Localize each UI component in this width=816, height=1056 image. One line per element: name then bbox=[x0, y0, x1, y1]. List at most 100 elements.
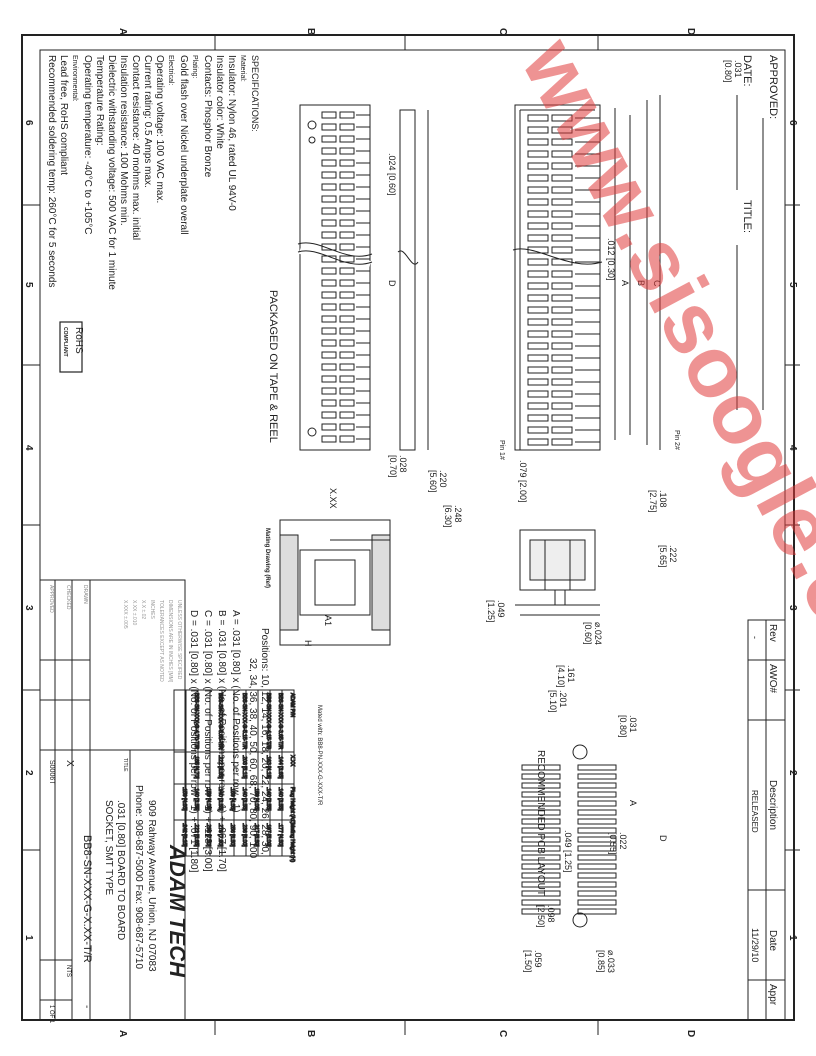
dim-022: [0.55] bbox=[608, 832, 618, 855]
pin bbox=[551, 162, 573, 170]
table-cell: .256 [6.50] bbox=[229, 823, 235, 847]
pin bbox=[527, 234, 549, 242]
connector-top-view bbox=[297, 104, 373, 451]
pin bbox=[527, 438, 549, 446]
pcb-pad bbox=[521, 881, 561, 888]
zone-number: 5 bbox=[787, 282, 798, 288]
company-address: 909 Rahway Avenue, Union, NJ 07083 bbox=[146, 800, 157, 972]
spec-line: Recommended soldering temp: 260°C for 5 … bbox=[46, 55, 57, 287]
pin bbox=[551, 330, 573, 338]
pin bbox=[339, 435, 355, 443]
table-cell: .296 [7.50] bbox=[205, 823, 211, 847]
table-cell: .185 [4.70] bbox=[193, 755, 199, 779]
dim-label-d2: D bbox=[658, 835, 668, 842]
pcb-pad bbox=[521, 782, 561, 789]
pin bbox=[321, 363, 337, 371]
formula-d: D = .031 [0.80] x (No. of Positions per … bbox=[188, 610, 199, 873]
revision-block bbox=[747, 619, 786, 1021]
pin bbox=[321, 255, 337, 263]
table-cell: .159 [4.05] bbox=[181, 787, 187, 811]
pcb-pad bbox=[521, 899, 561, 906]
positions-line1: Positions: 10, 12, 14, 16, 18, 20, 22, 2… bbox=[259, 628, 270, 855]
pin bbox=[321, 279, 337, 287]
cross-section bbox=[515, 529, 600, 616]
pin bbox=[339, 399, 355, 407]
pin bbox=[527, 402, 549, 410]
table-cell: .140 [3.55] bbox=[217, 787, 223, 811]
pin bbox=[551, 222, 573, 230]
dim-201: .201 bbox=[558, 690, 568, 708]
table-cell: .222 [5.65] bbox=[217, 755, 223, 779]
pin bbox=[321, 183, 337, 191]
pin bbox=[339, 411, 355, 419]
title-block-label: TITLE bbox=[122, 758, 128, 772]
pin bbox=[527, 414, 549, 422]
title-line1: .031 [0.80] BOARD TO BOARD bbox=[115, 800, 126, 940]
pin bbox=[339, 303, 355, 311]
pin bbox=[551, 186, 573, 194]
dim-label-a1: A1 bbox=[323, 615, 333, 626]
dim-222: .222 bbox=[668, 545, 678, 563]
rev-header: Rev bbox=[767, 624, 778, 642]
pin bbox=[551, 318, 573, 326]
checked-label: CHECKED bbox=[65, 585, 71, 610]
date-label: DATE: bbox=[741, 55, 753, 87]
pin bbox=[339, 315, 355, 323]
zone-number: 1 bbox=[787, 935, 798, 941]
pin bbox=[527, 354, 549, 362]
x-mark: X bbox=[64, 760, 75, 767]
dim-059: .059 bbox=[533, 950, 543, 968]
table-cell: .140 [3.55] bbox=[277, 787, 283, 811]
pin bbox=[527, 246, 549, 254]
drawing-number: S0006T bbox=[48, 760, 55, 785]
dim-031: [0.80] bbox=[723, 60, 733, 83]
pin bbox=[321, 315, 337, 323]
dim-220: .220 bbox=[438, 470, 448, 488]
pin bbox=[551, 138, 573, 146]
drawn-label: DRAWN bbox=[82, 585, 88, 604]
pin bbox=[339, 351, 355, 359]
description-header: Description bbox=[767, 780, 778, 830]
pcb-pad bbox=[577, 818, 617, 825]
pin bbox=[527, 138, 549, 146]
dim-059: [1.50] bbox=[523, 950, 533, 973]
dim-label-a: A bbox=[620, 280, 630, 286]
pin bbox=[527, 222, 549, 230]
pin bbox=[551, 270, 573, 278]
pcb-pad bbox=[521, 800, 561, 807]
pin bbox=[527, 294, 549, 302]
tolerance-line: TOLERANCES EXCEPT AS NOTED bbox=[158, 600, 164, 682]
zone-number: 3 bbox=[23, 605, 34, 611]
pin bbox=[339, 147, 355, 155]
rev-mark: - bbox=[81, 1005, 92, 1008]
dim-108: .108 bbox=[658, 490, 668, 508]
pin bbox=[339, 195, 355, 203]
dim-031: .031 bbox=[733, 60, 743, 78]
dim-161: .161 bbox=[566, 665, 576, 683]
tolerance-line: X.XXX ±.005 bbox=[122, 600, 128, 629]
table-cell: BB8-SN-XXX-G-5.15-T/R bbox=[241, 693, 247, 750]
pin bbox=[321, 267, 337, 275]
pin bbox=[339, 171, 355, 179]
dim-248: [6.30] bbox=[443, 505, 453, 528]
pin bbox=[527, 270, 549, 278]
spec-line: Temperature Rating: bbox=[94, 55, 105, 146]
title-label: TITLE: bbox=[741, 200, 753, 233]
pin bbox=[339, 291, 355, 299]
pcb-pad bbox=[577, 854, 617, 861]
dim-028: [0.70] bbox=[388, 455, 398, 478]
pcb-pad bbox=[577, 872, 617, 879]
table-cell: .236 [6.00] bbox=[241, 823, 247, 847]
table-header: Mating Height (H) bbox=[289, 823, 295, 863]
pin bbox=[551, 294, 573, 302]
pin bbox=[339, 267, 355, 275]
zone-letter: A bbox=[117, 1030, 128, 1037]
appr-header: Appr bbox=[767, 984, 778, 1006]
pcb-pad bbox=[521, 863, 561, 870]
pin bbox=[527, 318, 549, 326]
tolerance-line: INCHES bbox=[149, 600, 155, 620]
sheet-number: 1 OF 1 bbox=[48, 1005, 54, 1024]
spec-line: Insulator: Nylon 46, rated UL 94V-0 bbox=[226, 55, 237, 211]
date-header: Date bbox=[767, 930, 778, 952]
pin bbox=[339, 375, 355, 383]
